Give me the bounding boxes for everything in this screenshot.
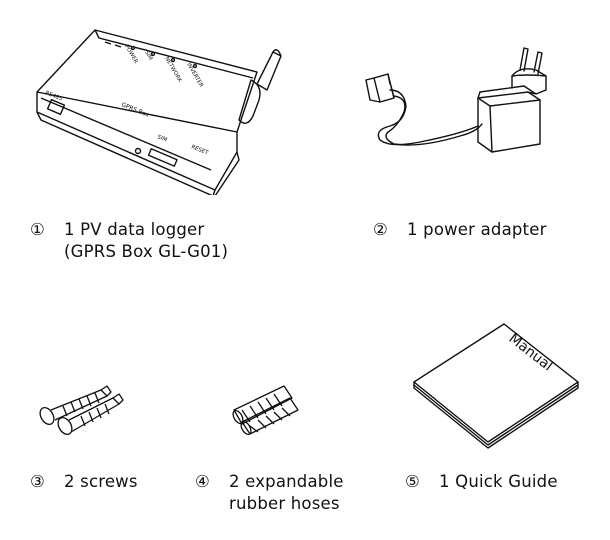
item-label-line2: (GPRS Box GL-G01) bbox=[64, 242, 229, 261]
led-label-network: NETWORK bbox=[163, 56, 182, 84]
item-label: 1 PV data logger bbox=[64, 220, 205, 239]
screws-illustration bbox=[39, 385, 124, 436]
item-caption-quick-guide: ⑤ 1 Quick Guide bbox=[405, 471, 558, 493]
sim-label: SIM bbox=[156, 134, 168, 143]
led-label-sim: SIM bbox=[143, 50, 153, 62]
rubber-hoses-illustration bbox=[232, 385, 299, 436]
item-caption-data-logger: ① 1 PV data logger (GPRS Box GL-G01) bbox=[30, 219, 228, 263]
item-label-line2: rubber hoses bbox=[229, 494, 340, 513]
item-label: 1 power adapter bbox=[407, 220, 547, 239]
item-caption-screws: ③ 2 screws bbox=[30, 471, 138, 493]
item-caption-rubber-hoses: ④ 2 expandable rubber hoses bbox=[195, 471, 344, 515]
manual-cover-label: Manual bbox=[506, 331, 556, 375]
item-number: ② bbox=[373, 220, 388, 239]
data-logger-illustration: POWER SIM NETWORK INVERTER GPRS Box RS48… bbox=[36, 29, 282, 195]
item-number: ③ bbox=[30, 472, 45, 491]
item-number: ① bbox=[30, 220, 45, 239]
led-label-inverter: INVERTER bbox=[185, 62, 204, 89]
item-label: 2 expandable bbox=[229, 472, 344, 491]
power-adapter-illustration bbox=[365, 47, 547, 153]
reset-label: RESET bbox=[190, 144, 209, 156]
item-label: 2 screws bbox=[64, 472, 138, 491]
item-caption-power-adapter: ② 1 power adapter bbox=[373, 219, 547, 241]
manual-illustration: Manual bbox=[413, 323, 579, 449]
item-number: ④ bbox=[195, 472, 210, 491]
item-number: ⑤ bbox=[405, 472, 420, 491]
item-label: 1 Quick Guide bbox=[439, 472, 558, 491]
